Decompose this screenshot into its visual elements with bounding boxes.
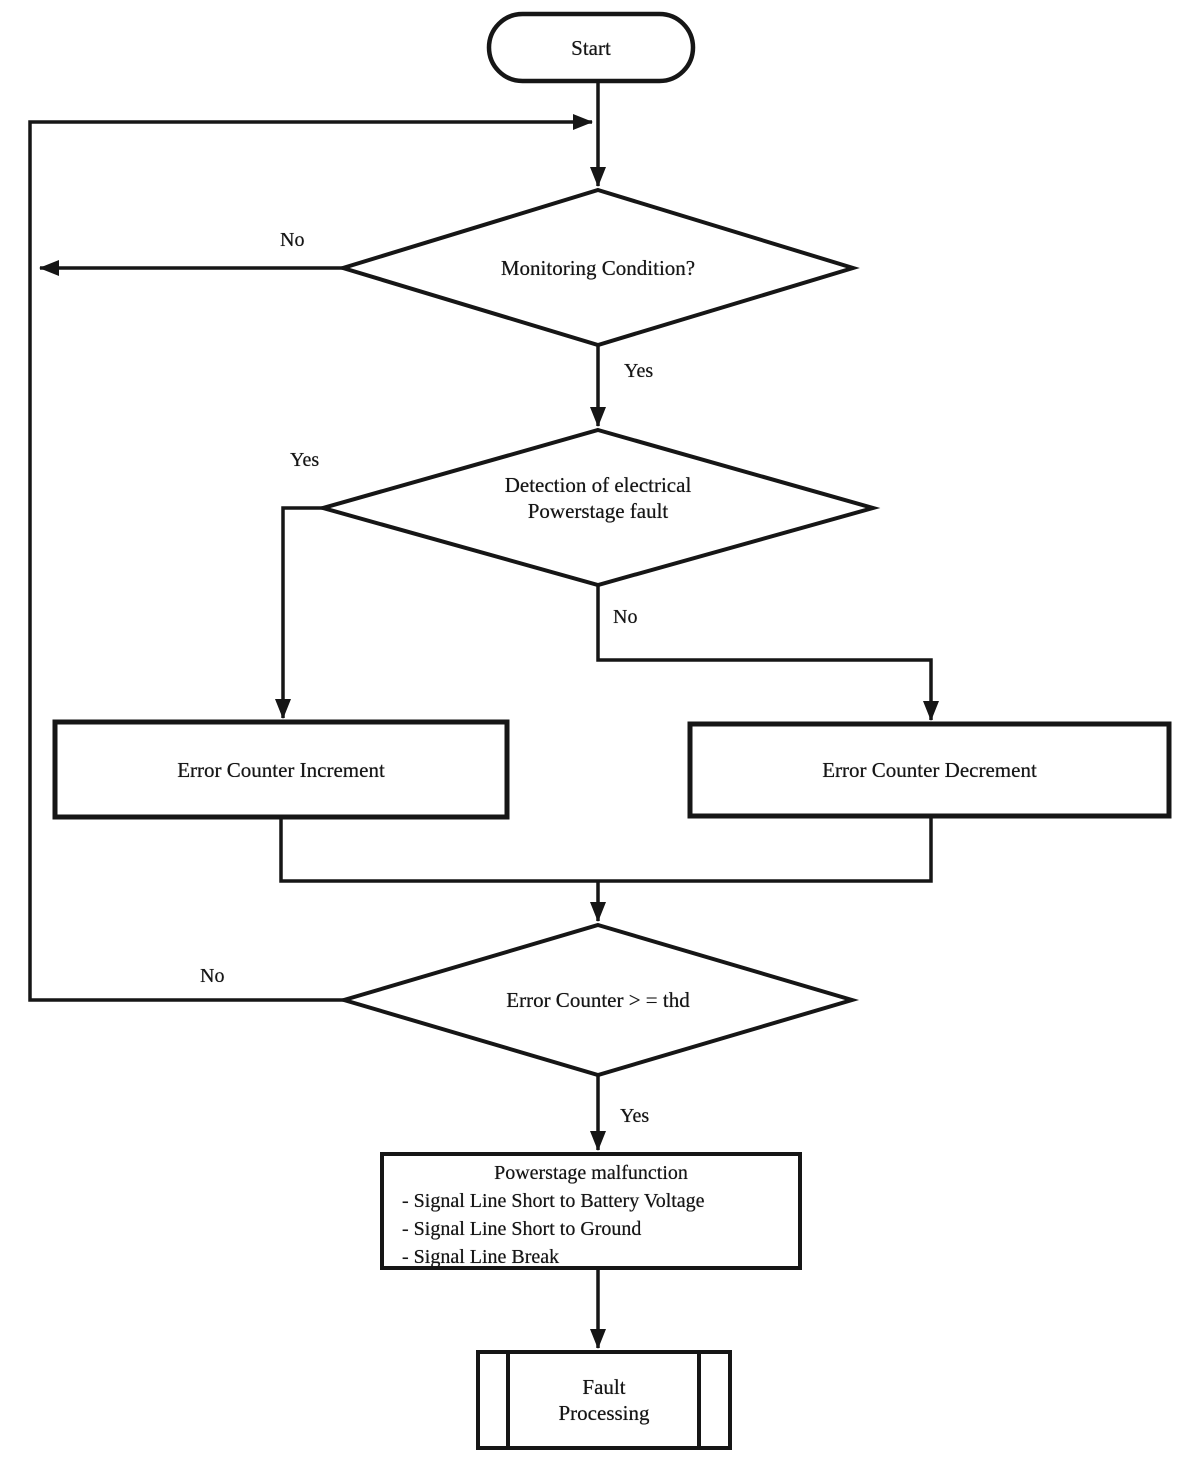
threshold-yes-label: Yes <box>620 1105 650 1127</box>
start-node-shape <box>486 11 696 84</box>
fault-label-line1: Fault <box>582 1375 626 1399</box>
malfunction-process-label: Powerstage malfunction - Signal Line Sho… <box>392 1159 790 1271</box>
detection-label-line1: Detection of electrical <box>504 473 692 497</box>
edge-detection-no <box>596 585 939 721</box>
monitoring-decision-label: Monitoring Condition? <box>500 256 696 280</box>
increment-process-shape <box>52 719 510 820</box>
threshold-no-label: No <box>200 965 225 987</box>
detection-decision-label: Detection of electrical Powerstage fault <box>398 472 798 524</box>
fault-label-line2: Processing <box>558 1401 650 1425</box>
start-node-label: Start <box>571 35 611 60</box>
edge-detection-yes <box>275 506 323 719</box>
detection-label-line2: Powerstage fault <box>527 499 669 523</box>
monitoring-no-label: No <box>280 229 305 251</box>
edge-merge-line <box>279 816 933 883</box>
malfunction-item-3: - Signal Line Break <box>402 1246 560 1268</box>
fault-subroutine-shape <box>476 1350 732 1450</box>
decrement-process-shape <box>687 721 1172 819</box>
fault-subroutine-label: Fault Processing <box>478 1352 730 1448</box>
monitoring-decision-shape <box>336 187 860 348</box>
malfunction-title: Powerstage malfunction <box>494 1162 688 1184</box>
detection-yes-label: Yes <box>290 449 320 471</box>
malfunction-item-2: - Signal Line Short to Ground <box>402 1218 642 1240</box>
increment-process-label: Error Counter Increment <box>177 757 385 782</box>
edge-threshold-no-loop <box>28 114 593 1002</box>
malfunction-process-shape <box>380 1152 802 1270</box>
threshold-decision-label: Error Counter > = thd <box>506 988 690 1012</box>
threshold-decision-shape <box>336 922 860 1078</box>
monitoring-yes-label: Yes <box>624 360 654 382</box>
detection-decision-shape <box>315 427 881 588</box>
malfunction-item-1: - Signal Line Short to Battery Voltage <box>402 1190 705 1212</box>
decrement-process-label: Error Counter Decrement <box>822 758 1037 782</box>
detection-no-label: No <box>613 606 638 628</box>
